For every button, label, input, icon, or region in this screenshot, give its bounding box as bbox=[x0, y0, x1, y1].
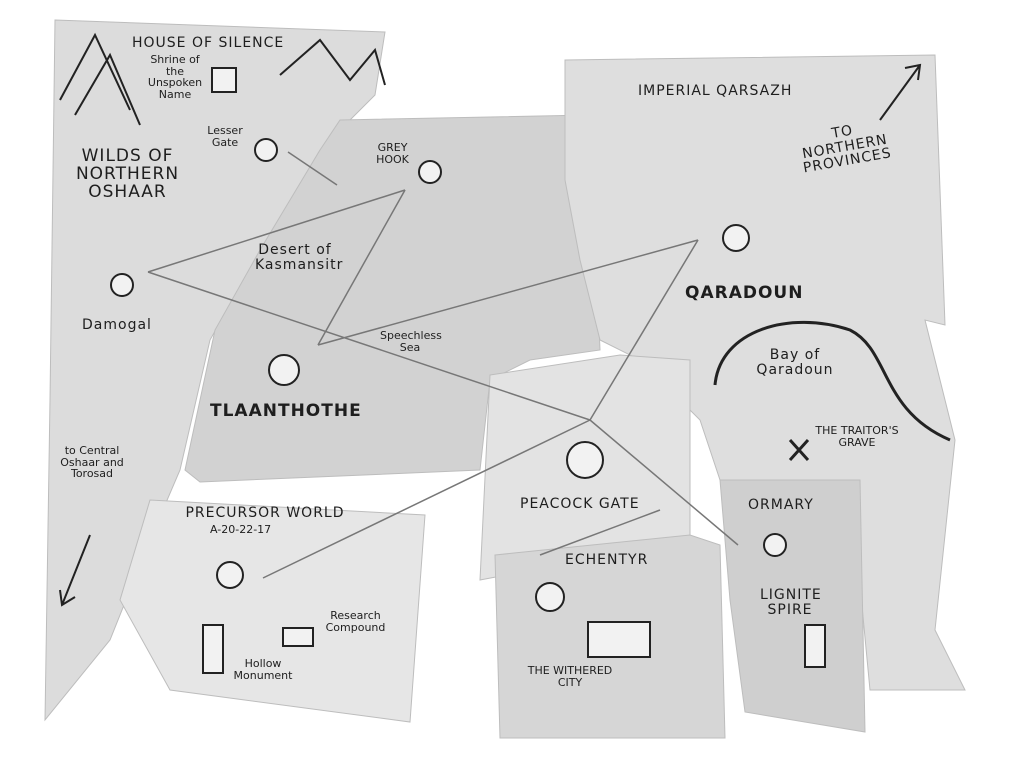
building-icon-research-compound bbox=[282, 627, 314, 647]
label-lesser-gate: Lesser Gate bbox=[207, 124, 243, 149]
mountains-icon bbox=[59, 32, 386, 126]
city-icon-withered-city bbox=[587, 621, 651, 658]
label-precursor-world: Precursor World bbox=[185, 505, 345, 521]
label-lignite-spire: Lignite Spire bbox=[760, 587, 822, 618]
label-traitors-grave: The Traitor's Grave bbox=[815, 424, 899, 449]
coastline bbox=[713, 321, 951, 442]
paper-piece-ormary bbox=[719, 479, 866, 733]
string-lines bbox=[147, 151, 739, 579]
label-research-compound: Research Compound bbox=[325, 609, 386, 634]
gate-icon-lesser bbox=[254, 138, 278, 162]
gate-icon-precursor bbox=[216, 561, 244, 589]
south-arrow-icon bbox=[59, 534, 91, 607]
traitors-grave-x-icon bbox=[788, 438, 810, 462]
label-hollow-monument: Hollow Monument bbox=[233, 657, 293, 682]
gate-icon-echentyr bbox=[535, 582, 565, 612]
gate-icon-grey-hook bbox=[418, 160, 442, 184]
north-arrow-icon bbox=[879, 63, 922, 121]
gate-icon-tlaanthothe bbox=[268, 354, 300, 386]
tower-icon-lignite-spire bbox=[804, 624, 826, 668]
label-qaradoun: Qaradoun bbox=[685, 283, 804, 303]
label-to-central-oshaar: to Central Oshaar and Torosad bbox=[60, 444, 124, 481]
gate-icon-damogal bbox=[110, 273, 134, 297]
tower-icon-hollow-monument bbox=[202, 624, 224, 674]
label-bay-of-qaradoun: Bay of Qaradoun bbox=[756, 347, 834, 378]
label-damogal: Damogal bbox=[82, 317, 152, 333]
label-desert-of-kasmansitr: Desert of Kasmansitr bbox=[255, 242, 344, 273]
label-ormary: Ormary bbox=[748, 497, 814, 513]
gate-icon-ormary bbox=[763, 533, 787, 557]
shrine-icon bbox=[211, 67, 237, 93]
label-shrine: Shrine of the Unspoken Name bbox=[147, 53, 203, 101]
label-house-of-silence: House of Silence bbox=[132, 35, 285, 51]
paper-piece-precursor bbox=[119, 499, 426, 723]
label-grey-hook: Grey Hook bbox=[376, 141, 409, 166]
label-wilds-of-northern-oshaar: Wilds of Northern Oshaar bbox=[75, 146, 180, 202]
label-speechless-sea: Speechless Sea bbox=[380, 329, 442, 354]
gate-icon-qaradoun bbox=[722, 224, 750, 252]
label-precursor-code: A-20-22-17 bbox=[210, 523, 272, 536]
label-imperial-qarsazh: Imperial Qarsazh bbox=[638, 83, 793, 99]
label-peacock-gate: Peacock Gate bbox=[520, 496, 640, 512]
label-tlaanthothe: Tlaanthothe bbox=[210, 401, 362, 421]
gate-icon-peacock bbox=[566, 441, 604, 479]
label-echentyr: Echentyr bbox=[565, 552, 649, 568]
label-withered-city: The Withered City bbox=[527, 664, 613, 689]
paper-piece-northern-oshaar bbox=[44, 19, 386, 722]
